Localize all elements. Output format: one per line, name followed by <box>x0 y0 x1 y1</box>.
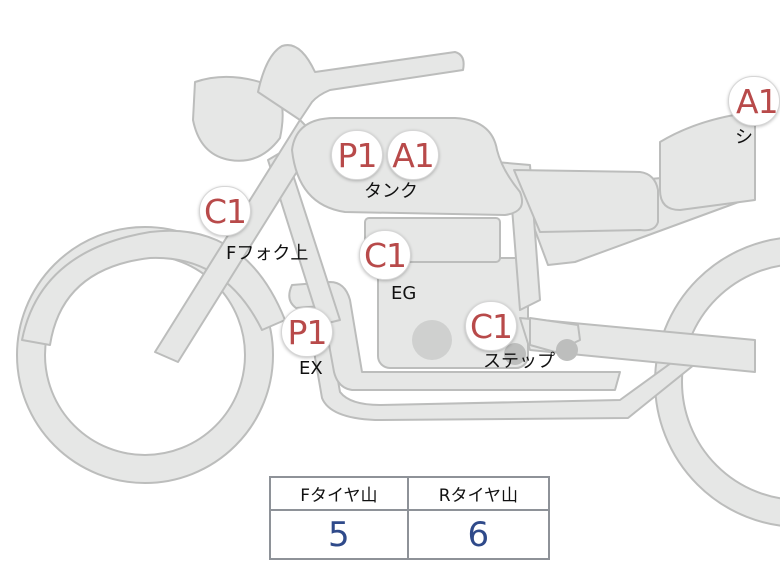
footpeg-front <box>504 343 526 365</box>
engine-cover <box>412 320 452 360</box>
badge-exhaust-p1: P1 <box>281 307 333 357</box>
badge-engine-c1: C1 <box>359 230 411 280</box>
badge-tank-a1: A1 <box>387 130 439 180</box>
rear-wheel <box>654 237 780 527</box>
label-seat: シ <box>735 127 753 148</box>
badge-tank-p1: P1 <box>331 130 383 180</box>
label-fork: Fフォク上 <box>226 243 309 264</box>
tire-tread-header-row: Fタイヤ山 Rタイヤ山 <box>269 476 551 511</box>
label-engine: EG <box>391 283 417 304</box>
side-cover <box>513 169 659 233</box>
rear-tire-header: Rタイヤ山 <box>406 476 551 511</box>
label-tank: タンク <box>364 181 418 202</box>
tire-tread-value-row: 5 6 <box>269 509 551 560</box>
rear-tire-value: 6 <box>406 509 551 560</box>
handlebar <box>257 44 465 121</box>
tire-tread-table: Fタイヤ山 Rタイヤ山 5 6 <box>269 476 551 560</box>
label-step: ステップ <box>483 351 555 372</box>
label-exhaust: EX <box>299 358 323 379</box>
badge-seat-a1: A1 <box>728 76 780 126</box>
badge-step-c1: C1 <box>465 301 517 351</box>
front-tire-header: Fタイヤ山 <box>269 476 409 511</box>
motorcycle-diagram <box>16 44 780 527</box>
badge-fork-c1: C1 <box>199 186 251 236</box>
footpeg-rear <box>556 339 578 361</box>
front-tire-value: 5 <box>269 509 409 560</box>
headlight <box>192 75 284 162</box>
